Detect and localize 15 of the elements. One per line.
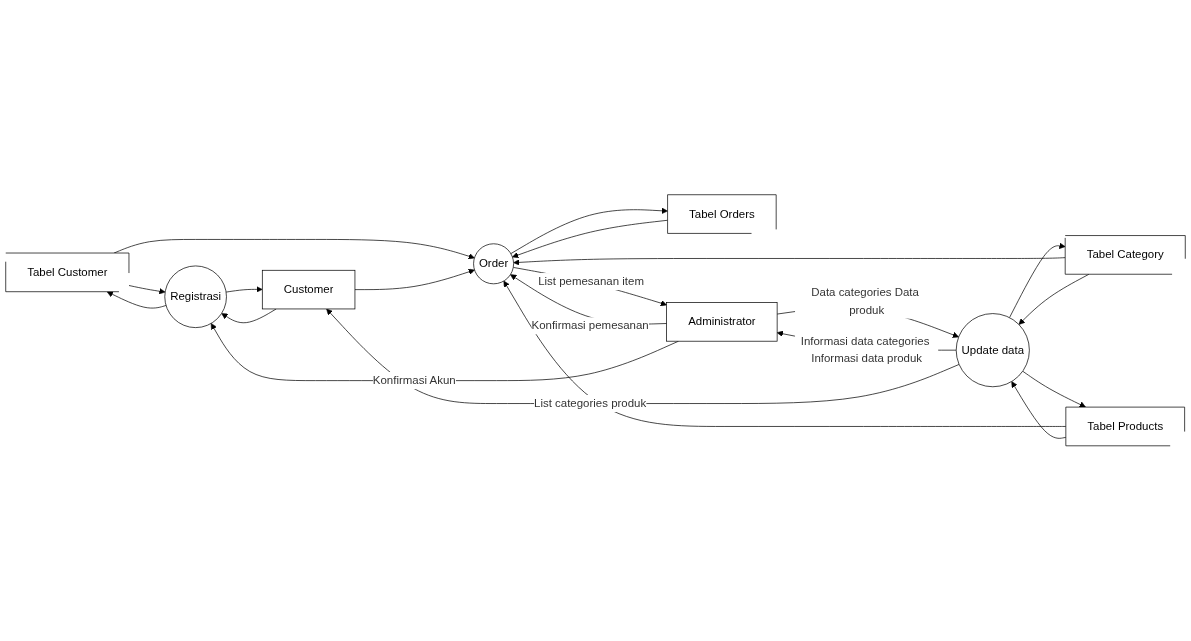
edge-label: Konfirmasi pemesanan [531,319,649,332]
node-box: Customer [261,270,356,310]
node-box: Tabel Orders [667,194,777,234]
node-box: Tabel Category [1064,235,1186,275]
edge-label: Informasi data categories Informasi data produk [800,335,930,365]
edge-label: Konfirmasi Akun [372,374,456,387]
node-box: Administrator [666,302,778,342]
node-box: Tabel Products [1065,407,1185,447]
edge-label: List categories produk [534,397,647,410]
node-circle: Registrasi [164,265,227,329]
edge-label: Data categories Data produk [811,286,919,317]
node-circle: Order [473,243,514,285]
node-box: Tabel Customer [5,252,130,293]
edge-label: List pemesanan item [538,275,644,288]
node-circle: Update data [955,313,1030,388]
